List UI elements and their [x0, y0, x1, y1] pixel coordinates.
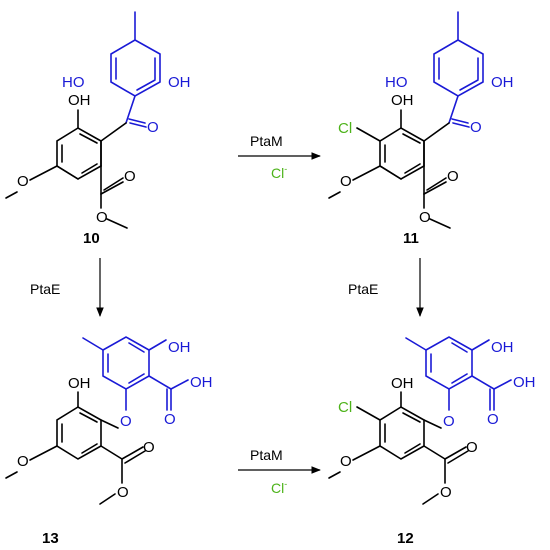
- chlorine-label-12: Cl: [338, 399, 352, 416]
- ester-oxygen-12: O: [440, 484, 452, 501]
- compound-12-structure: OH O OH O OH Cl O O O: [328, 336, 536, 505]
- compound-11-structure: O HO OH OH Cl O O O: [328, 11, 514, 229]
- acid-carbonyl-o-12: O: [487, 411, 499, 428]
- compound-13-lower-ring: [56, 406, 102, 460]
- hydroxyl-label-10a: HO: [62, 74, 85, 91]
- reaction-arrow-top: PtaM Cl-: [238, 133, 321, 181]
- hydroxyl-label-12c: OH: [391, 375, 414, 392]
- methoxy-oxygen-12: O: [340, 453, 352, 470]
- reaction-arrow-bottom: PtaM Cl-: [238, 447, 321, 496]
- carbonyl-oxygen-10: O: [147, 119, 159, 136]
- reaction-arrow-right: PtaE: [348, 258, 424, 317]
- ether-oxygen-13: O: [120, 413, 132, 430]
- compound-label-13: 13: [42, 530, 59, 547]
- hydroxyl-label-11b: OH: [491, 74, 514, 91]
- hydroxyl-label-13c: OH: [68, 375, 91, 392]
- ester-oxygen-11: O: [419, 209, 431, 226]
- ester-oxygen-13: O: [117, 484, 129, 501]
- acid-hydroxyl-13: OH: [190, 374, 213, 391]
- ester-carbonyl-o-13: O: [143, 439, 155, 456]
- compound-label-11: 11: [403, 230, 419, 247]
- hydroxyl-label-11a: HO: [385, 74, 408, 91]
- compound-10-upper-ring: [110, 11, 161, 97]
- methoxy-oxygen-11: O: [340, 173, 352, 190]
- enzyme-label-bottom: PtaM: [250, 447, 283, 463]
- acid-carbonyl-o-13: O: [164, 411, 176, 428]
- acid-hydroxyl-12: OH: [513, 374, 536, 391]
- methoxy-oxygen-13: O: [17, 453, 29, 470]
- ester-carbonyl-o-10: O: [124, 168, 136, 185]
- methoxy-oxygen-10: O: [17, 173, 29, 190]
- ester-carbonyl-o-12: O: [466, 439, 478, 456]
- hydroxyl-label-13a: OH: [168, 339, 191, 356]
- ether-oxygen-12: O: [443, 413, 455, 430]
- enzyme-label-left: PtaE: [30, 281, 60, 297]
- compound-12-lower-ring: [379, 406, 425, 460]
- hydroxyl-label-12a: OH: [491, 339, 514, 356]
- hydroxyl-label-10b: OH: [168, 74, 191, 91]
- ester-oxygen-10: O: [96, 209, 108, 226]
- compound-10-lower-ring: [56, 122, 127, 180]
- compound-label-12: 12: [397, 530, 414, 547]
- carbonyl-oxygen-11: O: [470, 119, 482, 136]
- compound-11-lower-ring: [379, 122, 450, 180]
- hydroxyl-label-11c: OH: [391, 92, 414, 109]
- compound-12-upper-ring: [425, 336, 473, 390]
- hydroxyl-label-10c: OH: [68, 92, 91, 109]
- compound-11-upper-ring: [433, 11, 484, 97]
- compound-13-structure: OH O OH O OH O O O: [5, 336, 213, 505]
- compound-13-upper-ring: [102, 336, 150, 390]
- compound-10-structure: O HO OH OH O O O: [5, 11, 191, 229]
- ester-carbonyl-o-11: O: [447, 168, 459, 185]
- reagent-label-bottom: Cl-: [271, 479, 287, 496]
- chlorine-label-11: Cl: [338, 120, 352, 137]
- enzyme-label-right: PtaE: [348, 281, 378, 297]
- compound-label-10: 10: [83, 230, 100, 247]
- enzyme-label-top: PtaM: [250, 133, 283, 149]
- reaction-arrow-left: PtaE: [30, 258, 104, 317]
- reagent-label-top: Cl-: [271, 164, 287, 181]
